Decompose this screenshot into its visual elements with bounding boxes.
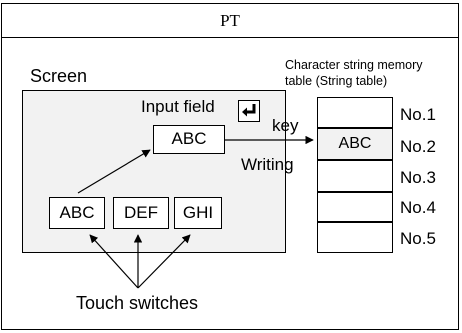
pt-title: PT bbox=[220, 11, 240, 30]
string-table-row-4 bbox=[317, 192, 393, 222]
row-label-no4: No.4 bbox=[400, 198, 436, 217]
enter-key-icon bbox=[238, 100, 260, 122]
abc-to-input-arrow bbox=[77, 149, 151, 194]
touch-arrow-ghi bbox=[137, 234, 191, 289]
string-table-heading-line1: Character string memory bbox=[285, 58, 423, 72]
string-table-heading-line2: table (String table) bbox=[285, 74, 388, 88]
row-label-no1: No.1 bbox=[400, 105, 436, 124]
touch-arrow-abc bbox=[89, 234, 139, 289]
row-label-no3: No.3 bbox=[400, 168, 436, 187]
row-label-no2: No.2 bbox=[400, 137, 436, 156]
touch-switch-abc[interactable]: ABC bbox=[49, 197, 105, 229]
input-field-label: Input field bbox=[141, 97, 215, 116]
touch-switch-def[interactable]: DEF bbox=[113, 197, 169, 229]
row-label-no5: No.5 bbox=[400, 229, 436, 248]
string-table-row-5 bbox=[317, 222, 393, 253]
string-table-row-1 bbox=[317, 97, 393, 128]
string-table-row-2: ABC bbox=[317, 128, 393, 160]
input-field[interactable]: ABC bbox=[153, 125, 225, 154]
touch-switch-ghi[interactable]: GHI bbox=[174, 197, 222, 229]
screen-label: Screen bbox=[30, 66, 88, 86]
key-label: key bbox=[272, 116, 299, 135]
string-table-row-3 bbox=[317, 160, 393, 192]
touch-switches-label: Touch switches bbox=[76, 293, 199, 313]
writing-label: Writing bbox=[241, 155, 294, 174]
pt-header: PT bbox=[1, 3, 459, 38]
